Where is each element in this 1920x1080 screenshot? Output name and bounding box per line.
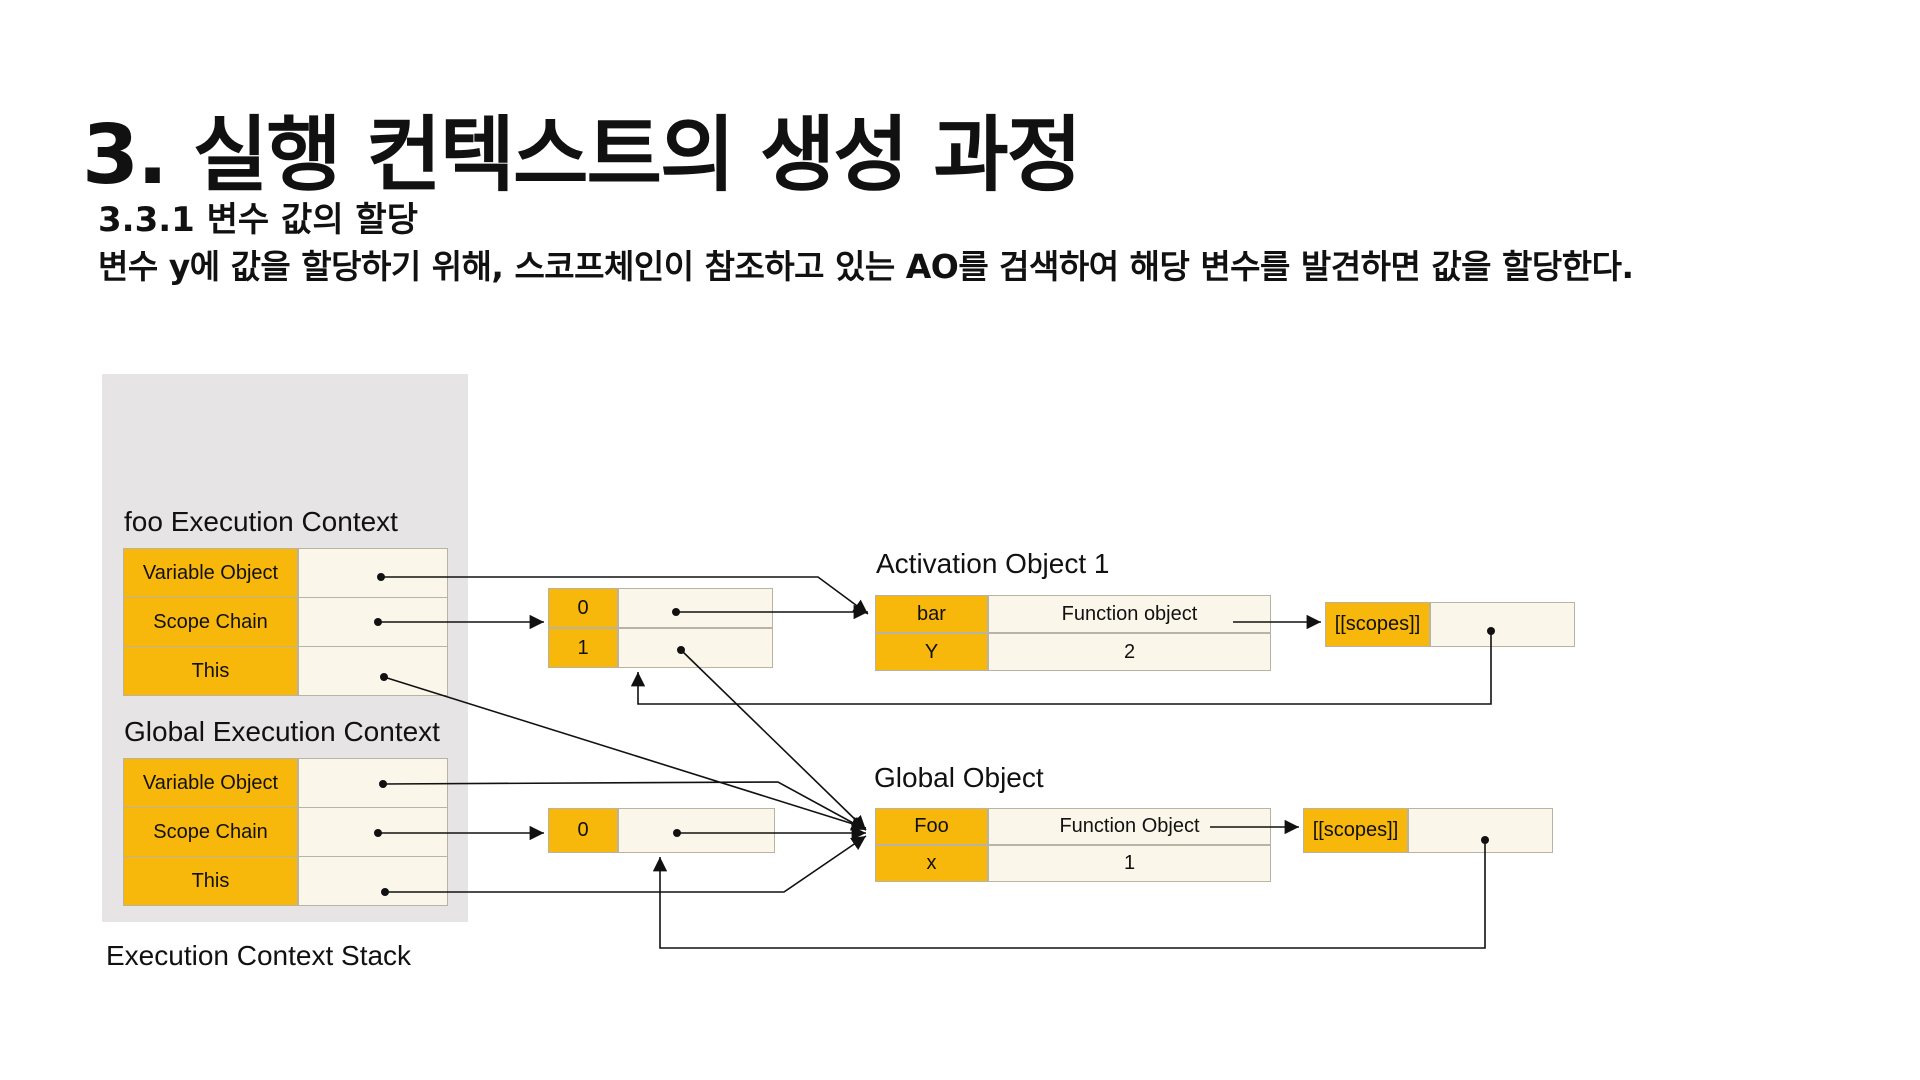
global-scope-chain-key: Scope Chain [123,807,298,857]
arrow-foo-vo-to-ao [381,576,869,615]
arrow-go-scopes-to-list [652,840,1486,949]
section-description: 변수 y에 값을 할당하기 위해, 스코프체인이 참조하고 있는 AO를 검색하… [98,247,1634,286]
foo-scope-slot-0 [618,588,773,628]
arrow-ao-scopes-to-list [630,631,1492,705]
go-value-x: 1 [988,845,1271,882]
stack-label: Execution Context Stack [106,940,412,971]
ao-scopes-slot [1430,602,1575,647]
global-this-slot [298,856,448,906]
global-context-label: Global Execution Context [124,716,440,747]
ao-scopes-key: [[scopes]] [1325,602,1430,647]
global-variable-object-key: Variable Object [123,758,298,808]
ao-key-y: Y [875,633,988,671]
activation-object-label: Activation Object 1 [876,548,1110,579]
foo-this-slot [298,646,448,696]
global-object-label: Global Object [874,762,1044,793]
foo-variable-object-key: Variable Object [123,548,298,598]
go-scopes-key: [[scopes]] [1303,808,1408,853]
go-key-x: x [875,845,988,882]
go-key-foo: Foo [875,808,988,845]
foo-context-label: foo Execution Context [124,506,398,537]
ao-value-y: 2 [988,633,1271,671]
foo-scope-chain-key: Scope Chain [123,597,298,647]
foo-scope-index-0: 0 [548,588,618,628]
section-subtitle: 3.3.1 변수 값의 할당 [98,200,418,240]
page-title: 3. 실행 컨텍스트의 생성 과정 [82,108,1082,203]
global-scope-slot-0 [618,808,775,853]
ao-value-bar: Function object [988,595,1271,633]
go-scopes-slot [1408,808,1553,853]
ao-key-bar: bar [875,595,988,633]
arrow-list1-to-go [680,649,867,831]
arrow-foo-this-to-go [383,676,867,831]
global-this-key: This [123,856,298,906]
foo-this-key: This [123,646,298,696]
foo-scope-index-1: 1 [548,628,618,668]
arrow-global-this-to-go [385,835,867,893]
foo-scope-slot-1 [618,628,773,668]
global-scope-index-0: 0 [548,808,618,853]
arrow-global-vo-to-go [382,781,867,831]
